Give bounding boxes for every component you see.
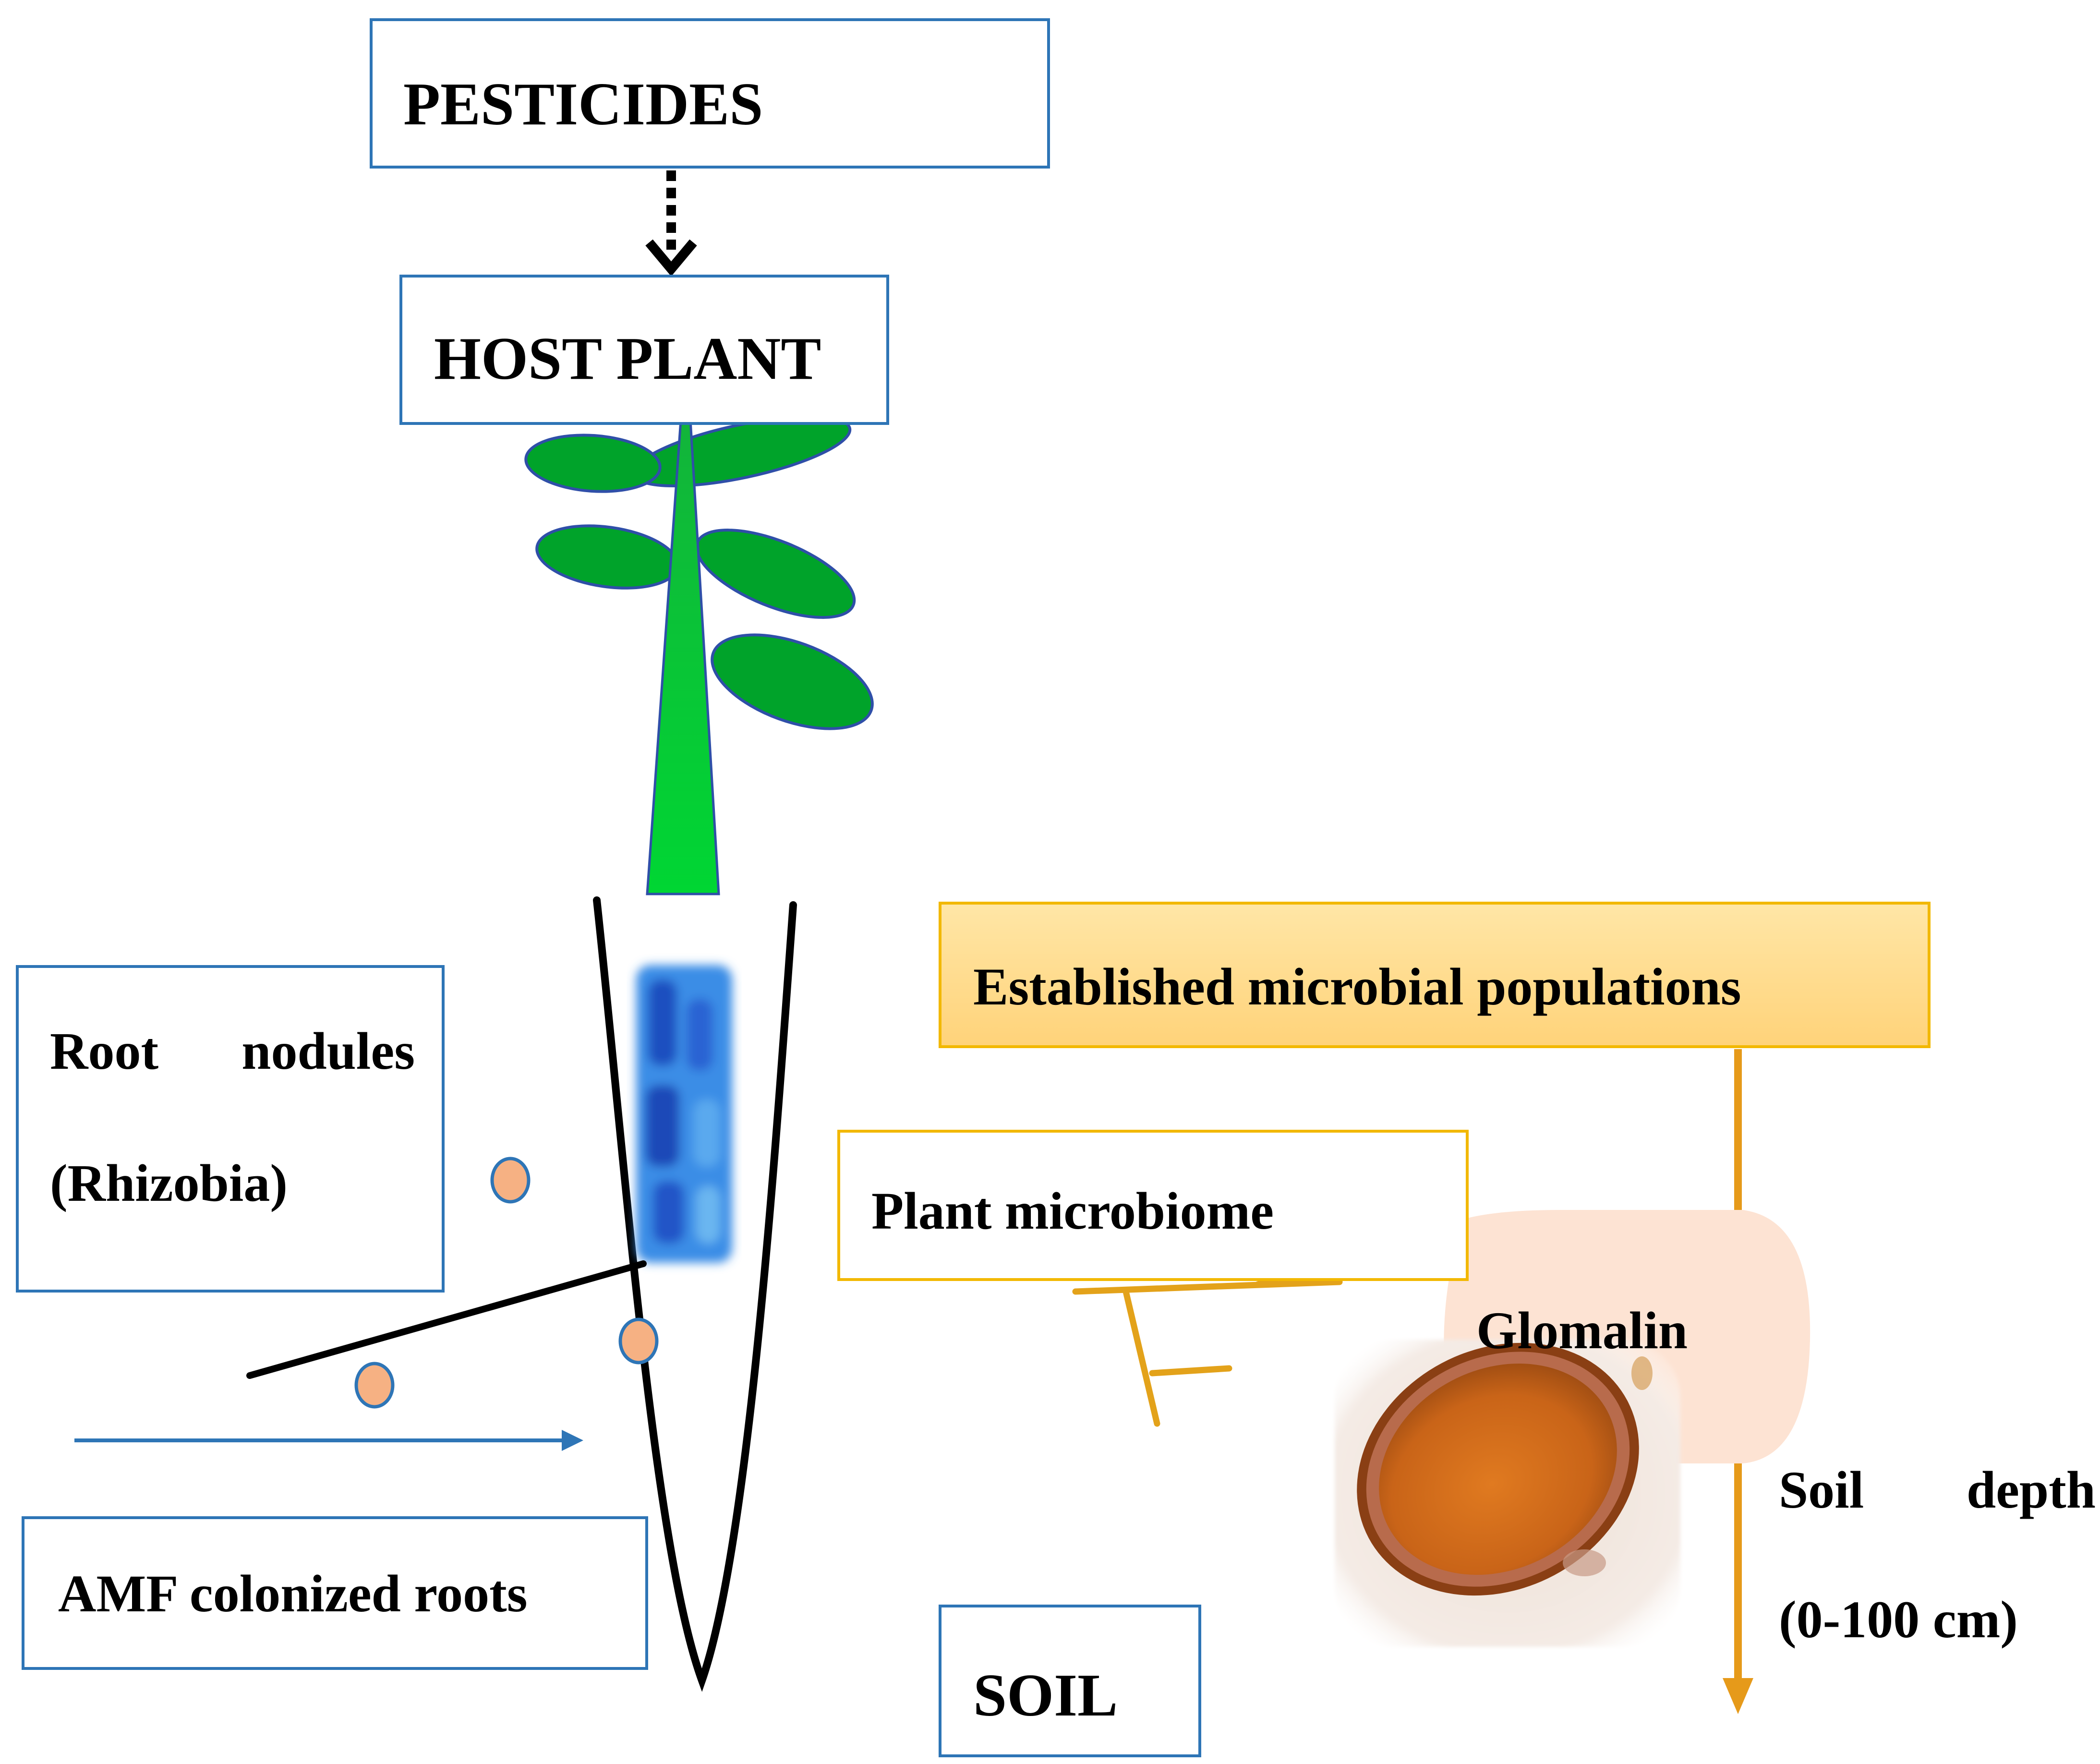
soil-label: SOIL — [973, 1662, 1118, 1729]
stem-icon — [646, 419, 720, 895]
microbiome-label: Plant microbiome — [871, 1182, 1274, 1240]
established-box: Established microbial populations — [939, 902, 1931, 1048]
soil-depth-line1: Soil depth — [1779, 1461, 2096, 1519]
host-plant-label: HOST PLANT — [434, 326, 821, 392]
amf-label: AMF colonized roots — [58, 1564, 528, 1623]
root-nodules-box: Root nodules (Rhizobia) — [16, 965, 445, 1293]
soil-depth-line2: (0-100 cm) — [1779, 1590, 2018, 1649]
colonized-patch — [636, 965, 732, 1263]
microbiome-box: Plant microbiome — [837, 1130, 1469, 1281]
established-label: Established microbial populations — [973, 957, 1741, 1016]
dashed-down-arrow-icon — [645, 170, 697, 277]
plant-icon — [524, 415, 874, 895]
pesticides-box: PESTICIDES — [370, 18, 1050, 169]
pesticides-label: PESTICIDES — [403, 71, 763, 138]
root-nodules-line1: Root nodules — [50, 1022, 415, 1080]
nodule-icon — [354, 1157, 659, 1409]
root-icon — [246, 896, 797, 1692]
spore-image — [1335, 1340, 1680, 1647]
host-plant-box: HOST PLANT — [399, 275, 889, 425]
lateral-root — [246, 1260, 647, 1379]
root-nodules-line2: (Rhizobia) — [50, 1154, 288, 1212]
blue-arrow-icon — [74, 1430, 583, 1451]
glomalin-label: Glomalin — [1476, 1301, 1688, 1360]
soil-box: SOIL — [939, 1605, 1201, 1757]
amf-box: AMF colonized roots — [22, 1516, 648, 1670]
